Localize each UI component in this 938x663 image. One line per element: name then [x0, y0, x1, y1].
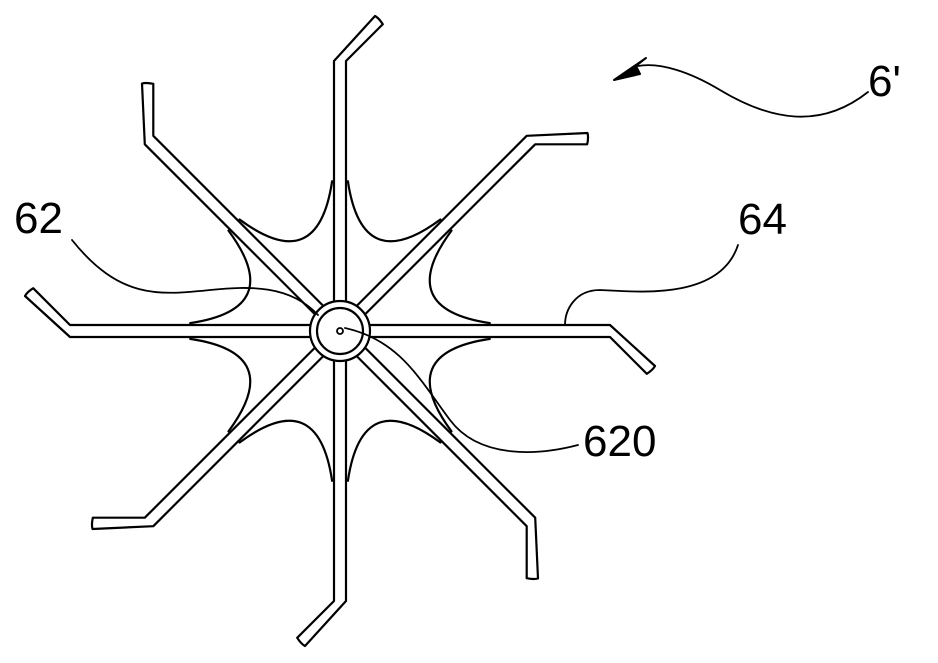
web-southwest: [190, 339, 250, 432]
web-west: [190, 231, 250, 324]
label-reference-numeral: 6': [868, 57, 901, 106]
arrow-head-icon: [614, 58, 646, 80]
blade-southwest: [92, 347, 324, 529]
hub-outer-ring: [310, 301, 370, 361]
label-620: 620: [583, 417, 656, 466]
web-northeast: [430, 231, 490, 324]
blade-south: [297, 359, 346, 646]
leader-64: [565, 245, 738, 325]
blade-northwest: [142, 83, 324, 315]
blade-east: [368, 325, 655, 374]
web-northwest: [240, 181, 333, 241]
web-east: [430, 339, 490, 432]
leader-6prime: [638, 65, 868, 117]
blade-northeast: [356, 133, 588, 315]
blade-north: [334, 16, 383, 303]
label-62: 62: [14, 194, 63, 243]
web-north: [348, 181, 441, 241]
blade-west: [25, 288, 312, 337]
web-south: [240, 421, 333, 481]
web-southeast: [348, 421, 441, 481]
label-64: 64: [738, 195, 787, 244]
blade-southeast: [356, 347, 538, 579]
leader-62: [72, 240, 318, 315]
